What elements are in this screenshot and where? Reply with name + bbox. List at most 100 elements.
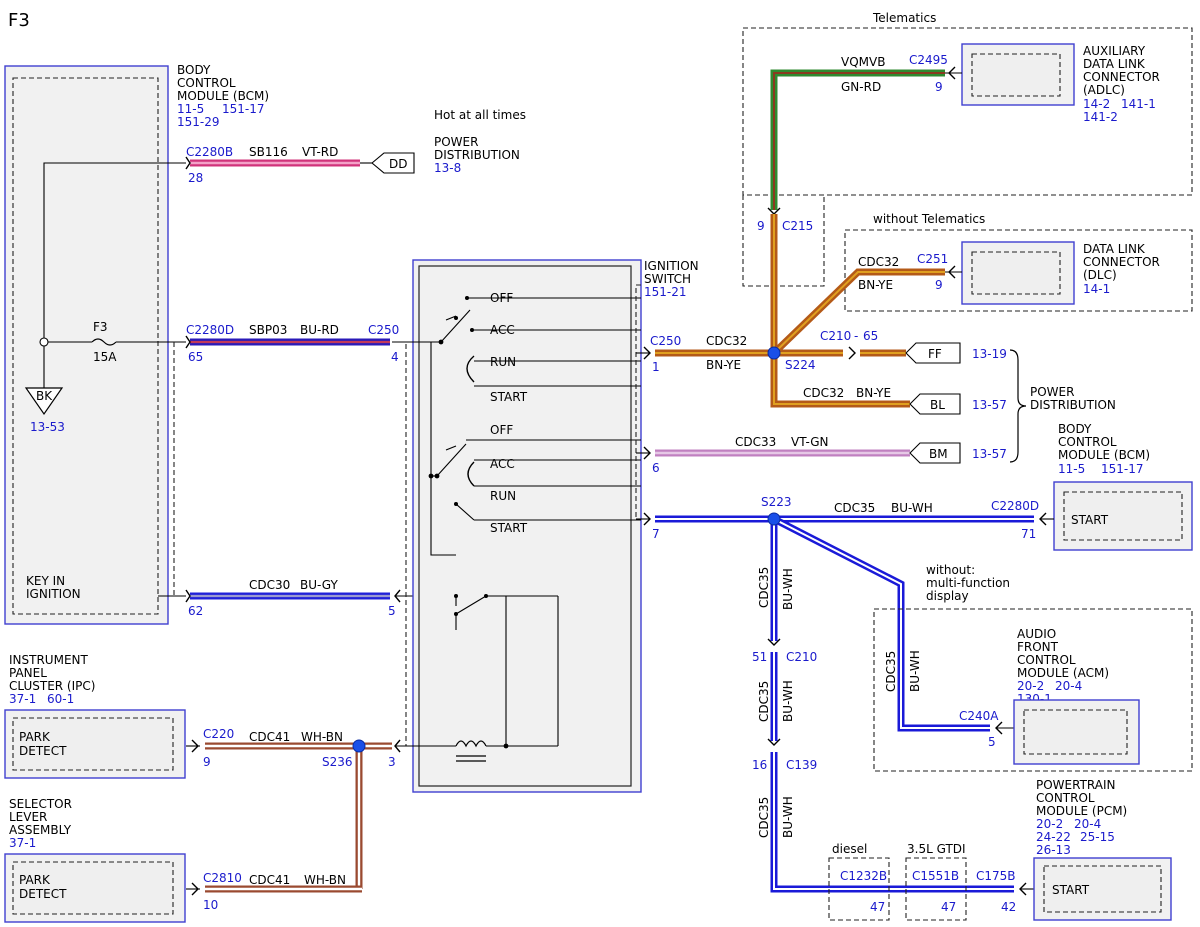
dlc-title: DATA LINK [1083,242,1146,256]
connector-c210[interactable]: C210 [786,650,817,664]
switch-pos-acc-2: ACC [490,457,515,471]
acm-title: FRONT [1017,640,1059,654]
ipc-ref-link[interactable]: 37-1 [9,692,36,706]
without-mfd-note: display [926,589,969,603]
pcm-ref-link[interactable]: 25-15 [1080,830,1115,844]
bl-ref-link[interactable]: 13-57 [972,398,1007,412]
power-dist-brace [1009,349,1027,463]
connector-c175b[interactable]: C175B [976,869,1016,883]
pcm-title: POWERTRAIN [1036,778,1116,792]
adlc-title: AUXILIARY [1083,44,1146,58]
circuit-id-cdc30: CDC30 [249,578,290,592]
connector-c2280b[interactable]: C2280B [186,145,233,159]
pin-9-adlc: 9 [935,80,943,94]
coil-icon [395,595,559,762]
ipc-inner [12,717,174,771]
key-in-switch [454,594,509,749]
dlc-inner [971,251,1061,295]
vertical-bu-wh-3: BU-WH [781,796,795,838]
connector-c1232b[interactable]: C1232B [840,869,887,883]
bcm-ref-link[interactable]: 151-17 [222,102,265,116]
bcm-right-ref-link[interactable]: 151-17 [1101,462,1144,476]
ipc-title: INSTRUMENT [9,653,88,667]
wire-color-gn-rd: GN-RD [841,80,881,94]
wire-color-vt-gn: VT-GN [791,435,828,449]
splice-s223 [767,512,781,526]
ignition-switch-top-contacts [392,296,641,556]
ignition-switch-bottom-contacts [428,439,641,521]
circuit-cdc32-trunk [636,214,962,408]
switch-pos-start: START [490,390,528,404]
wire-color-bn-ye-dlc: BN-YE [858,278,893,292]
hot-at-all-times-label: Hot at all times [434,108,526,122]
pin-65-ff: 65 [863,329,878,343]
bcm-right-ref-link[interactable]: 11-5 [1058,462,1085,476]
connector-c1551b[interactable]: C1551B [912,869,959,883]
pin-9-c215: 9 [757,219,765,233]
acm-ref-link[interactable]: 20-4 [1055,679,1082,693]
power-dist-ref-link[interactable]: 13-8 [434,161,461,175]
adlc-ref-link[interactable]: 141-1 [1121,97,1156,111]
acm-title: AUDIO [1017,627,1056,641]
vertical-cdc35-acm: CDC35 [884,651,898,692]
circuit-id-sb116: SB116 [249,145,288,159]
vertical-bu-wh-acm: BU-WH [908,650,922,692]
connector-c250-right[interactable]: C250 [650,334,681,348]
acm-ref-link[interactable]: 20-2 [1017,679,1044,693]
selector-title: ASSEMBLY [9,823,72,837]
ignition-switch-ref-link[interactable]: 151-21 [644,285,687,299]
connector-c220[interactable]: C220 [203,727,234,741]
connector-c251[interactable]: C251 [917,252,948,266]
bcm-ref-link[interactable]: 151-29 [177,115,220,129]
pcm-ref-link[interactable]: 20-4 [1074,817,1101,831]
selector-ref-link[interactable]: 37-1 [9,836,36,850]
bcm-internal-wire [43,162,186,388]
bcm-ref-link[interactable]: 11-5 [177,102,204,116]
connector-c2810[interactable]: C2810 [203,871,242,885]
ground-ref-link[interactable]: 13-53 [30,420,65,434]
bcm-right-inner [1063,491,1183,541]
dlc-ref-link[interactable]: 14-1 [1083,282,1110,296]
switch-pos-start-2: START [490,521,528,535]
pin-51: 51 [752,650,767,664]
connector-c210-ff[interactable]: C210 [820,329,851,343]
ipc-ref-link[interactable]: 60-1 [47,692,74,706]
ff-ref-link[interactable]: 13-19 [972,347,1007,361]
fuse-icon [91,338,117,346]
connector-c2280d-right[interactable]: C2280D [991,499,1039,513]
connector-c139[interactable]: C139 [786,758,817,772]
bcm-right-title: CONTROL [1058,435,1117,449]
wire-color-bu-wh: BU-WH [891,501,933,515]
ground-icon [24,387,64,416]
wire-color-vt-rd: VT-RD [302,145,338,159]
connector-c240a[interactable]: C240A [959,709,999,723]
bm-ref-link[interactable]: 13-57 [972,447,1007,461]
pcm-ref-link[interactable]: 20-2 [1036,817,1063,831]
connector-c210-dash: - [854,329,858,343]
pin-10: 10 [203,898,218,912]
adlc-ref-link[interactable]: 141-2 [1083,110,1118,124]
pcm-ref-link[interactable]: 24-22 [1036,830,1071,844]
pin-9-dlc: 9 [935,278,943,292]
connector-c215[interactable]: C215 [782,219,813,233]
connector-c2495[interactable]: C2495 [909,53,948,67]
circuit-cdc33 [636,446,910,460]
telematics-group-label: Telematics [872,11,936,25]
connector-c2280d[interactable]: C2280D [186,323,234,337]
pcm-ref-link[interactable]: 26-13 [1036,843,1071,857]
connector-c250[interactable]: C250 [368,323,399,337]
terminal-bm-label: BM [929,447,948,461]
splice-s224 [767,346,781,360]
terminal-bl-label: BL [930,398,945,412]
switch-pos-off: OFF [490,291,513,305]
bcm-title-line: CONTROL [177,76,236,90]
pin-3: 3 [388,755,396,769]
adlc-ref-link[interactable]: 14-2 [1083,97,1110,111]
vertical-cdc35-2: CDC35 [757,681,771,722]
selector-title: SELECTOR [9,797,72,811]
splice-s236-label: S236 [322,755,353,769]
circuit-id-vqmvb: VQMVB [841,55,885,69]
selector-park-detect: PARK [19,873,51,887]
circuit-id-cdc33: CDC33 [735,435,776,449]
